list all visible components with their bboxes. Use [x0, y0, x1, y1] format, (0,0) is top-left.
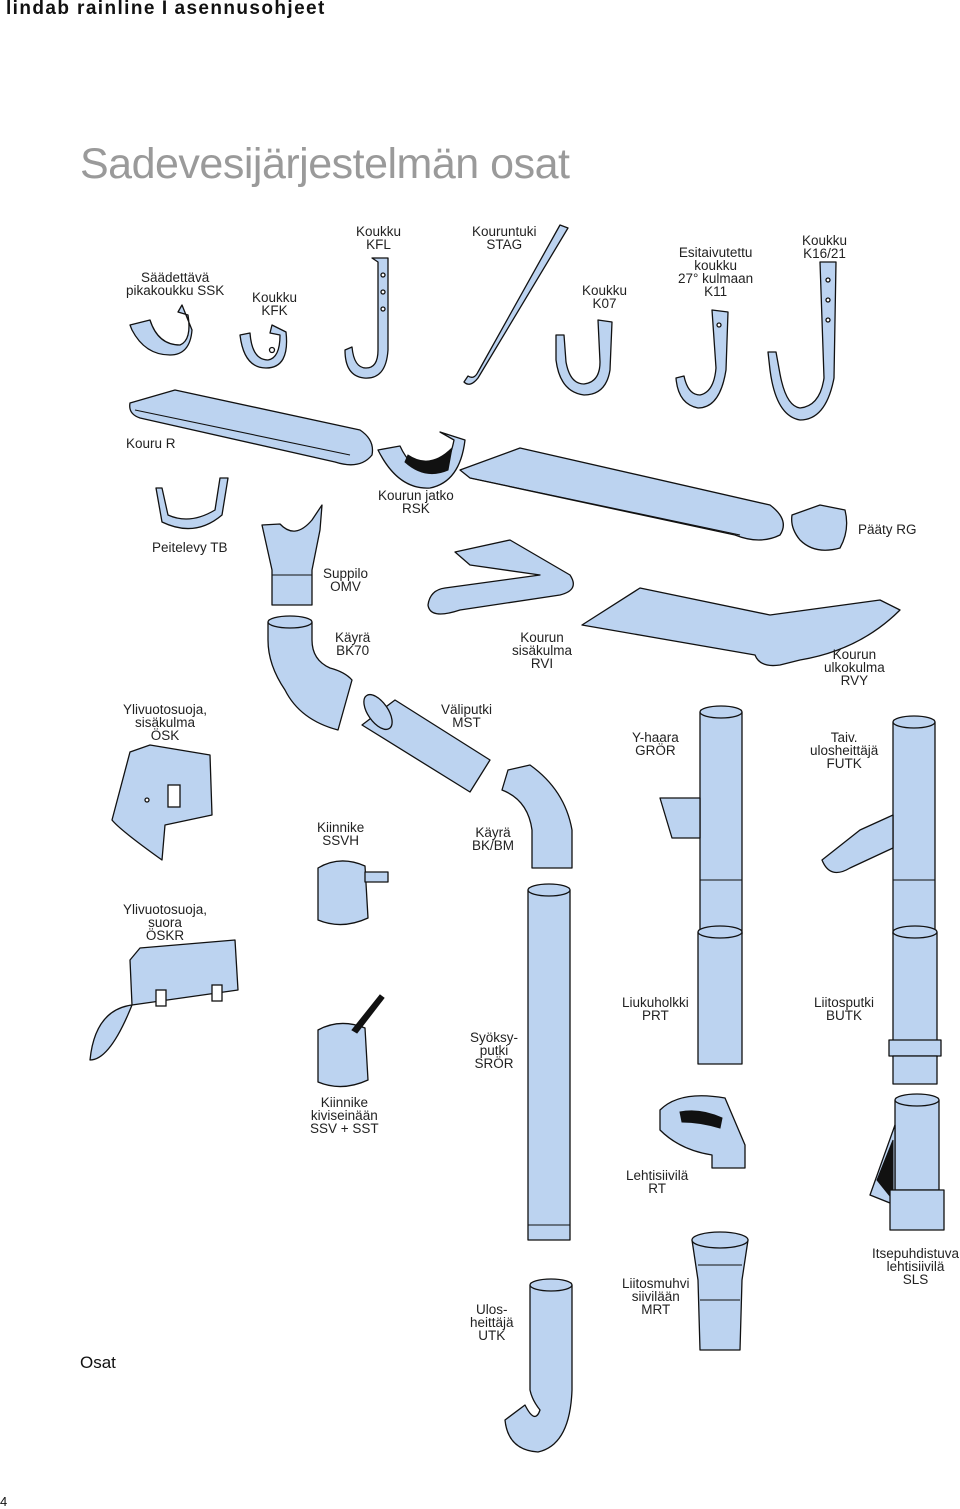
- rg-illustration: [791, 504, 848, 551]
- sls-illustration: [869, 1093, 945, 1231]
- gutter-long-illustration: [459, 447, 784, 541]
- gutter-r-illustration: [129, 389, 374, 466]
- gror-illustration: [659, 705, 743, 935]
- osk-illustration: [111, 744, 213, 861]
- butk-illustration: [888, 925, 942, 1085]
- page-title: Sadevesijärjestelmän osat: [80, 140, 570, 188]
- mst-illustration: [361, 693, 491, 793]
- tb-illustration: [155, 477, 229, 530]
- prt-illustration: [697, 925, 743, 1065]
- rt-illustration: [659, 1095, 746, 1169]
- ssvh-illustration: [317, 860, 389, 926]
- utk-illustration: [504, 1278, 573, 1453]
- page-number: 4: [0, 1494, 8, 1509]
- oskr-illustration: [89, 939, 239, 1061]
- mrt-illustration: [691, 1231, 749, 1351]
- kfk-illustration: [239, 324, 288, 369]
- section-label: Osat: [80, 1353, 116, 1372]
- label-r: Kouru R: [126, 436, 176, 451]
- sror-illustration: [527, 883, 571, 1241]
- rvi-illustration: [427, 539, 574, 615]
- bk70-illustration: [267, 615, 353, 731]
- futk-illustration: [821, 715, 936, 935]
- k11-illustration: [675, 309, 729, 409]
- brand-name: lindab rainline: [6, 0, 156, 19]
- bkbm-illustration: [501, 764, 573, 869]
- k16-illustration: [767, 261, 837, 421]
- omv-illustration: [261, 504, 323, 606]
- ssk-illustration: [129, 304, 193, 356]
- ssv-illustration: [317, 994, 385, 1088]
- header-section: asennusohjeet: [174, 0, 326, 19]
- kfl-illustration: [344, 257, 389, 379]
- label-rg: Pääty RG: [858, 522, 917, 537]
- header-separator: I: [161, 0, 169, 19]
- stag-illustration: [463, 224, 569, 385]
- rsk-illustration: [377, 431, 466, 489]
- k07-illustration: [555, 319, 613, 396]
- label-tb: Peitelevy TB: [152, 540, 228, 555]
- rvy-illustration: [581, 587, 901, 667]
